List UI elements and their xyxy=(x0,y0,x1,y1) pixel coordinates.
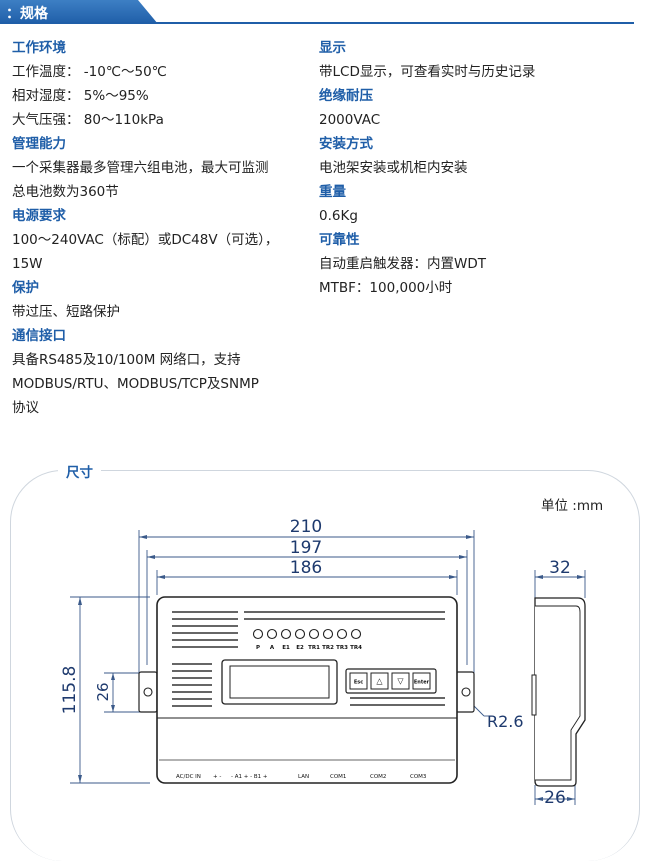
led-1 xyxy=(266,628,278,640)
env-temperature: 工作温度： -10℃～50℃ xyxy=(12,64,167,80)
key-label-0: Esc xyxy=(354,680,363,686)
comm-text-2: MODBUS/RTU、MODBUS/TCP及SNMP xyxy=(12,376,259,392)
mount-text: 电池架安装或机柜内安装 xyxy=(319,160,468,176)
spec-header-title: ：规格 xyxy=(6,6,48,22)
dimensions-title: 尺寸 xyxy=(58,461,101,481)
dim-210-label: 210 xyxy=(290,517,322,537)
extension-lines xyxy=(70,530,586,805)
device-side-view xyxy=(531,597,586,787)
spec-left-column: 工作环境 工作温度： -10℃～50℃ 相对湿度： 5%～95% 大气压强： 8… xyxy=(12,36,302,420)
led-label-1: A xyxy=(270,645,275,651)
spec-header-underline xyxy=(0,22,634,24)
env-pressure: 大气压强： 80～110kPa xyxy=(12,112,164,128)
power-heading: 电源要求 xyxy=(12,208,66,224)
port-label-rs485: - A1 + - B1 + xyxy=(231,774,268,780)
key-2[interactable] xyxy=(391,672,410,690)
mount-hole-right xyxy=(461,687,471,697)
mount-hole-left xyxy=(143,687,153,697)
lcd-screen xyxy=(229,665,330,699)
led-label-2: E1 xyxy=(282,645,290,651)
spec-header: ：规格 xyxy=(0,0,646,26)
keypad-buttons: Esc △ ▽ Enter xyxy=(349,672,431,690)
dim-height-label: 115.8 xyxy=(60,666,80,715)
key-1[interactable] xyxy=(370,672,389,690)
mount-heading: 安装方式 xyxy=(319,136,373,152)
env-heading: 工作环境 xyxy=(12,40,66,56)
port-label-acdc: AC/DC IN xyxy=(176,774,201,780)
protection-heading: 保护 xyxy=(12,280,39,296)
power-text-1: 100～240VAC（标配）或DC48V（可选）， xyxy=(12,232,279,248)
reliability-text-1: 自动重启触发器：内置WDT xyxy=(319,256,486,272)
led-5 xyxy=(322,628,334,640)
key-0[interactable] xyxy=(349,672,368,690)
dim-depth-label: 32 xyxy=(549,558,571,578)
port-label-com1: COM1 xyxy=(330,774,346,780)
weight-heading: 重量 xyxy=(319,184,346,200)
display-text: 带LCD显示，可查看实时与历史记录 xyxy=(319,64,536,80)
led-7 xyxy=(350,628,362,640)
spec-header-tab: ：规格 xyxy=(0,0,158,24)
mgmt-text-2: 总电池数为360节 xyxy=(12,184,119,200)
key-label-3: Enter xyxy=(414,680,430,686)
key-3[interactable] xyxy=(412,672,431,690)
led-label-5: TR2 xyxy=(322,645,334,651)
port-label-lan: LAN xyxy=(298,774,309,780)
dimensions-frame xyxy=(10,470,640,861)
dim-197-label: 197 xyxy=(290,538,322,558)
led-label-4: TR1 xyxy=(308,645,320,651)
led-label-0: P xyxy=(256,645,260,651)
protection-text: 带过压、短路保护 xyxy=(12,304,120,320)
insulation-heading: 绝缘耐压 xyxy=(319,88,373,104)
port-label-power: + - xyxy=(213,774,221,780)
key-label-2: ▽ xyxy=(397,677,404,686)
spec-right-column: 显示 带LCD显示，可查看实时与历史记录 绝缘耐压 2000VAC 安装方式 电… xyxy=(319,36,619,300)
led-4 xyxy=(308,628,320,640)
unit-label: 单位 :mm xyxy=(541,498,604,514)
env-humidity: 相对湿度： 5%～95% xyxy=(12,88,149,104)
led-2 xyxy=(280,628,292,640)
comm-text-3: 协议 xyxy=(12,400,39,416)
vent-slots-top xyxy=(172,611,445,648)
port-label-com2: COM2 xyxy=(370,774,386,780)
port-label-com3: COM3 xyxy=(410,774,427,780)
led-3 xyxy=(294,628,306,640)
reliability-heading: 可靠性 xyxy=(319,232,360,248)
mgmt-text-1: 一个采集器最多管理六组电池，最大可监测 xyxy=(12,160,269,176)
led-0 xyxy=(252,628,264,640)
mgmt-heading: 管理能力 xyxy=(12,136,66,152)
dim-186-label: 186 xyxy=(290,558,322,578)
dim-radius-label: R2.6 xyxy=(487,712,524,731)
dim-depth-base-label: 26 xyxy=(544,788,566,808)
dim-hole-label: 26 xyxy=(94,682,112,701)
vent-slots-side xyxy=(172,663,445,707)
display-heading: 显示 xyxy=(319,40,346,56)
comm-text-1: 具备RS485及10/100M 网络口，支持 xyxy=(12,352,241,368)
led-label-6: TR3 xyxy=(336,645,348,651)
power-text-2: 15W xyxy=(12,256,43,272)
reliability-text-2: MTBF：100,000小时 xyxy=(319,280,453,296)
key-label-1: △ xyxy=(376,677,383,686)
weight-text: 0.6Kg xyxy=(319,208,358,224)
led-label-3: E2 xyxy=(296,645,304,651)
led-6 xyxy=(336,628,348,640)
led-label-7: TR4 xyxy=(350,645,362,651)
comm-heading: 通信接口 xyxy=(12,328,66,344)
insulation-text: 2000VAC xyxy=(319,112,381,128)
